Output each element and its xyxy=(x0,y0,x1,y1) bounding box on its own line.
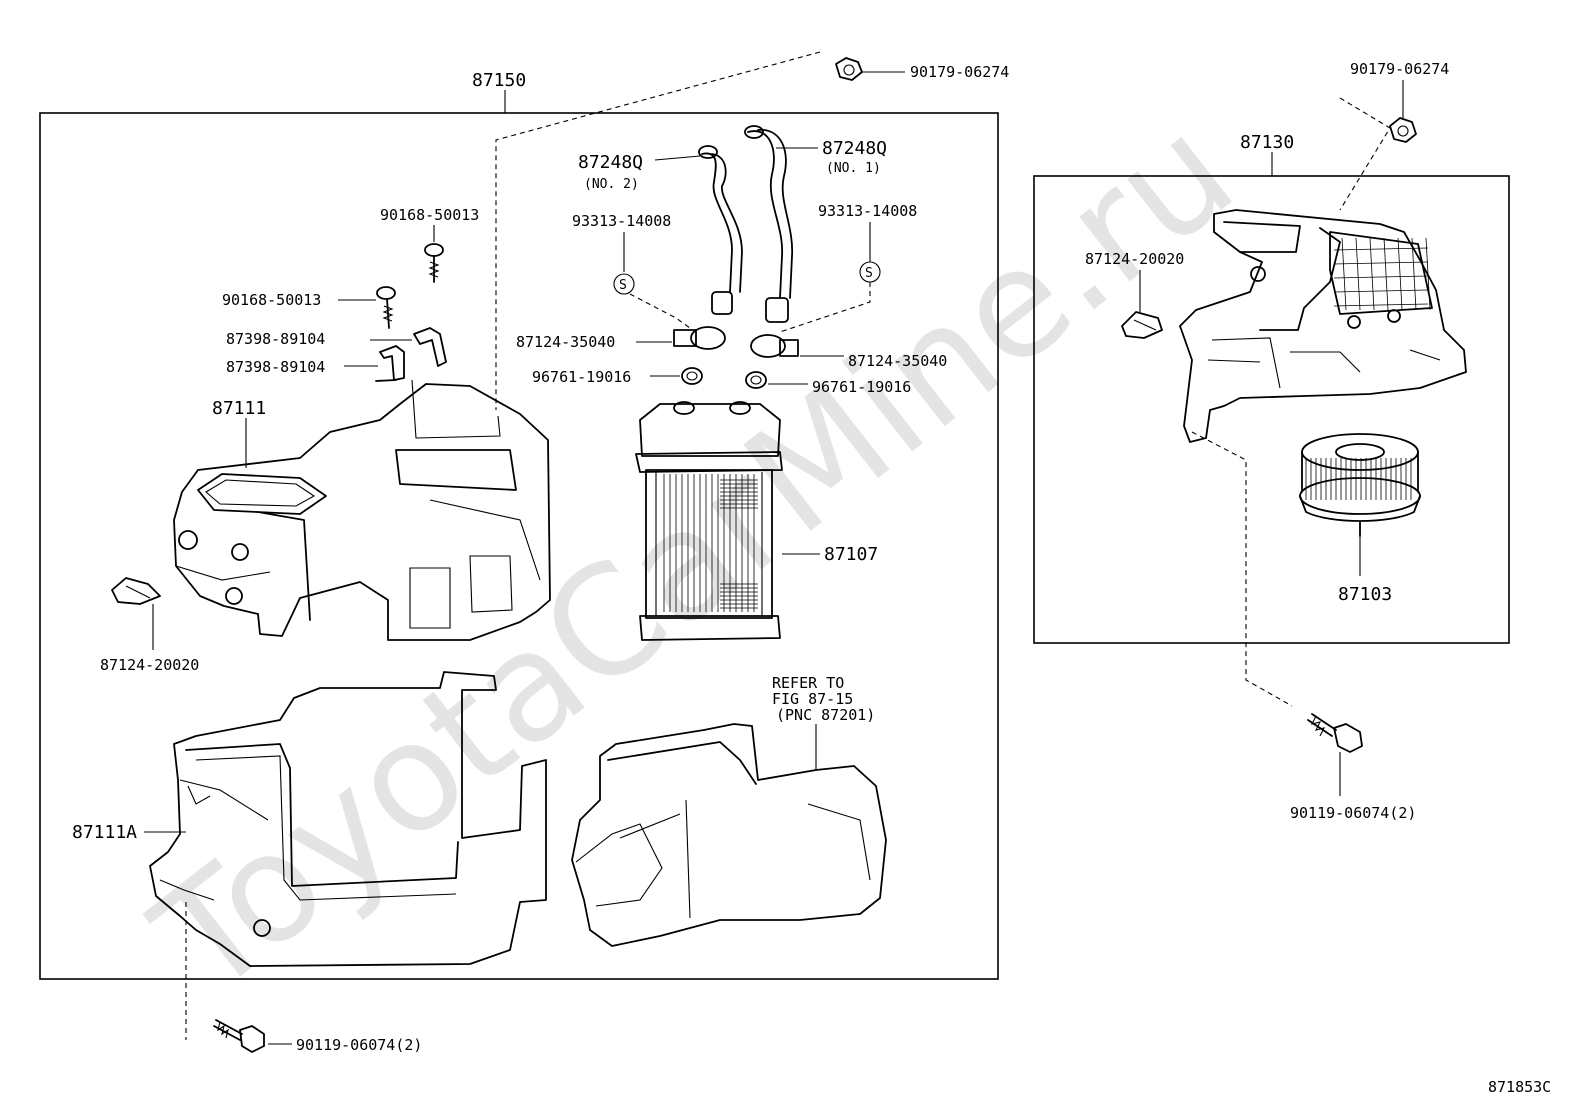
screw-a-icon xyxy=(424,243,444,283)
screw-b-icon xyxy=(376,286,396,329)
label-hose-no1-sub: (NO. 1) xyxy=(826,161,881,176)
label-bolt-top-left: 90179-06274 xyxy=(910,63,1009,81)
label-lower-case: 87111A xyxy=(72,822,137,843)
hose-no1-icon xyxy=(744,125,793,323)
label-screw-b: 90168-50013 xyxy=(222,291,321,309)
blower-case-drawing xyxy=(1179,209,1467,443)
s-clamp-left-icon: S xyxy=(613,273,635,295)
bracket-a-icon xyxy=(413,327,447,367)
label-oring-left: 96761-19016 xyxy=(532,368,631,386)
diagram-code: 871853C xyxy=(1488,1078,1551,1096)
label-case: 87111 xyxy=(212,398,266,419)
label-clip-left: 87124-20020 xyxy=(100,656,199,674)
bolt-bottom-left-icon xyxy=(213,1019,265,1053)
label-refer-3: (PNC 87201) xyxy=(776,706,875,724)
heater-unit-box xyxy=(39,112,999,980)
label-bolt-right: 90119-06074(2) xyxy=(1290,804,1416,822)
heater-case-drawing xyxy=(173,379,551,641)
label-bracket-b: 87398-89104 xyxy=(226,358,325,376)
label-screw-a: 90168-50013 xyxy=(380,206,479,224)
label-clamp-right: 87124-35040 xyxy=(848,352,947,370)
clip-right-icon xyxy=(1121,311,1163,339)
label-bolt-bottom-left: 90119-06074(2) xyxy=(296,1036,422,1054)
clamp-right-icon xyxy=(750,334,799,358)
label-clamp-left: 87124-35040 xyxy=(516,333,615,351)
bracket-b-icon xyxy=(375,345,405,382)
label-hose-no2-sub: (NO. 2) xyxy=(584,177,639,192)
label-clip-right: 87124-20020 xyxy=(1085,250,1184,268)
oring-right-icon xyxy=(745,371,767,389)
bolt-top-right-icon xyxy=(1389,117,1417,143)
heater-core-drawing xyxy=(635,401,783,641)
label-hose-no2: 87248Q xyxy=(578,152,643,173)
svg-text:S: S xyxy=(619,278,627,293)
label-hose-no1: 87248Q xyxy=(822,138,887,159)
label-refer-1: REFER TO xyxy=(772,674,844,692)
svg-text:S: S xyxy=(865,266,873,281)
label-bracket-a: 87398-89104 xyxy=(226,330,325,348)
watermark: ToyotaCarMine.ru xyxy=(124,84,1265,1028)
blower-unit-number: 87130 xyxy=(1240,132,1294,153)
s-clamp-right-icon: S xyxy=(859,261,881,283)
blower-motor-drawing xyxy=(1299,433,1421,537)
bolt-right-icon xyxy=(1307,713,1363,753)
clamp-left-icon xyxy=(673,326,726,350)
air-duct-drawing xyxy=(571,723,887,947)
lower-case-drawing xyxy=(149,671,547,967)
oring-left-icon xyxy=(681,367,703,385)
heater-unit-number: 87150 xyxy=(472,70,526,91)
label-hclamp-right: 93313-14008 xyxy=(818,202,917,220)
bolt-top-left-icon xyxy=(835,57,863,81)
label-motor: 87103 xyxy=(1338,584,1392,605)
clip-left-icon xyxy=(111,577,161,605)
label-core: 87107 xyxy=(824,544,878,565)
label-hclamp-left: 93313-14008 xyxy=(572,212,671,230)
label-refer-2: FIG 87-15 xyxy=(772,690,853,708)
label-bolt-top-right: 90179-06274 xyxy=(1350,60,1449,78)
hose-no2-icon xyxy=(698,145,743,315)
label-oring-right: 96761-19016 xyxy=(812,378,911,396)
